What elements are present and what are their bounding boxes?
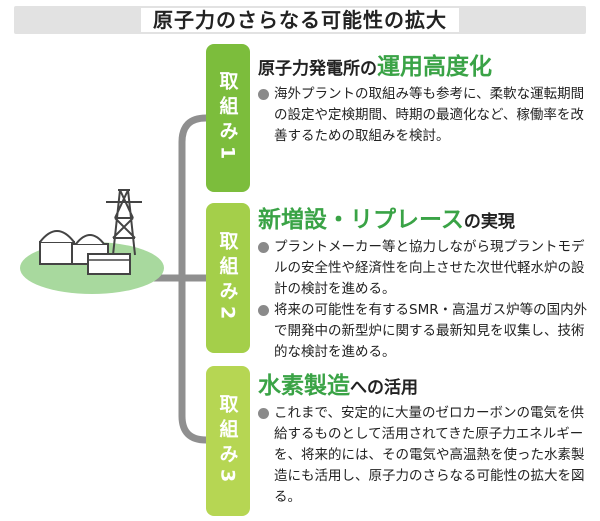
reactor-building-icon (39, 230, 131, 275)
initiative-1-heading: 原子力発電所の運用高度化 (258, 52, 594, 84)
badge-initiative-3: 取組み3 (206, 366, 250, 516)
bullet-dot-icon (258, 242, 269, 253)
bullet-item: これまで、安定的に大量のゼロカーボンの電気を供給するものとして活用されてきた原子… (258, 403, 594, 508)
badge-label-1: 取組み1 (216, 70, 239, 166)
bullet-item: 将来の可能性を有するSMR・高温ガス炉等の国内外で開発中の新型炉に関する最新知見… (258, 300, 594, 363)
initiative-1-section: 原子力発電所の運用高度化 海外プラントの取組み等も参考に、柔軟な運転期間の設定や… (258, 52, 594, 147)
bullet-dot-icon (258, 89, 269, 100)
badge-initiative-1: 取組み1 (206, 44, 250, 192)
heading-highlight: 運用高度化 (377, 54, 492, 80)
page-title: 原子力のさらなる可能性の拡大 (0, 4, 600, 33)
transmission-tower-icon (106, 189, 142, 256)
initiative-2-section: 新増設・リプレースの実現 プラントメーカー等と協力しながら現プラントモデルの安全… (258, 205, 594, 363)
bullet-dot-icon (258, 408, 269, 419)
badge-label-3: 取組み3 (216, 393, 239, 489)
initiative-3-section: 水素製造への活用 これまで、安定的に大量のゼロカーボンの電気を供給するものとして… (258, 371, 594, 508)
bullet-text: 将来の可能性を有するSMR・高温ガス炉等の国内外で開発中の新型炉に関する最新知見… (274, 302, 588, 360)
heading-highlight: 新増設・リプレース (258, 207, 464, 233)
initiative-2-heading: 新増設・リプレースの実現 (258, 205, 594, 237)
nuclear-plant-illustration (20, 189, 164, 294)
initiative-3-heading: 水素製造への活用 (258, 371, 594, 403)
bullet-text: 海外プラントの取組み等も参考に、柔軟な運転期間の設定や定検期間、時期の最適化など… (274, 86, 585, 144)
page-title-text: 原子力のさらなる可能性の拡大 (141, 8, 459, 32)
bullet-item: 海外プラントの取組み等も参考に、柔軟な運転期間の設定や定検期間、時期の最適化など… (258, 84, 594, 147)
bullet-dot-icon (258, 305, 269, 316)
heading-suffix: への活用 (350, 378, 418, 398)
heading-suffix: の実現 (463, 212, 515, 232)
bullet-item: プラントメーカー等と協力しながら現プラントモデルの安全性や経済性を向上させた次世… (258, 237, 594, 300)
heading-prefix: 原子力発電所の (258, 59, 377, 79)
badge-initiative-2: 取組み2 (206, 203, 250, 353)
heading-highlight: 水素製造 (258, 373, 350, 399)
bullet-text: これまで、安定的に大量のゼロカーボンの電気を供給するものとして活用されてきた原子… (274, 405, 585, 505)
badge-label-2: 取組み2 (216, 230, 239, 326)
bullet-text: プラントメーカー等と協力しながら現プラントモデルの安全性や経済性を向上させた次世… (274, 239, 585, 297)
